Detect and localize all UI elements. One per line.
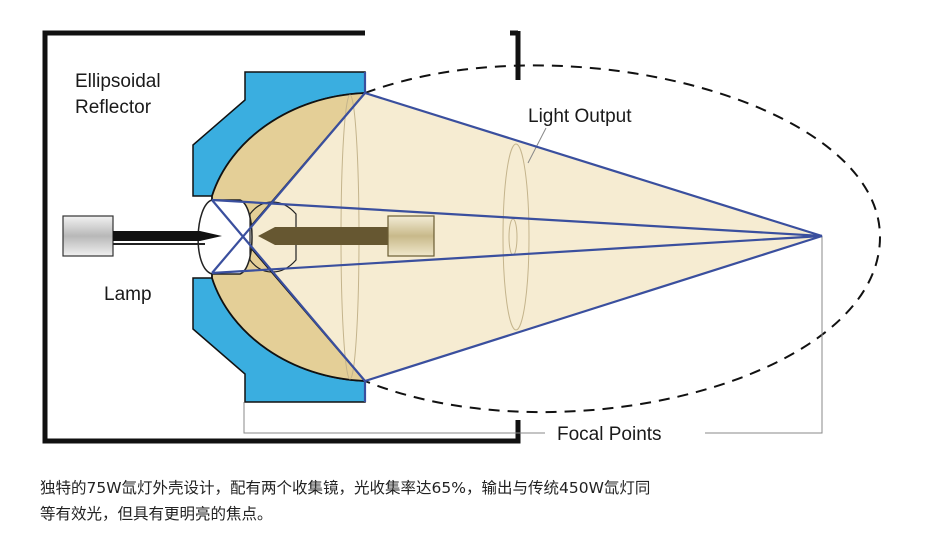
focal-leader-left [243,402,545,434]
light-output-label: Light Output [528,106,632,127]
light-output-envelope [364,64,882,414]
lamp-electrode-right [258,227,388,245]
lamp-electrode-left [113,231,222,241]
lamp-label: Lamp [104,284,152,305]
lamp-housing [42,30,521,444]
focal-points-label: Focal Points [557,424,662,445]
light-rays [211,72,823,402]
reflector-label-line2: Reflector [75,97,152,118]
ellipsoidal-reflector-diagram: Ellipsoidal Reflector Lamp Light Output … [42,30,882,445]
lamp-base-left [62,215,114,257]
light-output-leader [527,127,547,164]
lamp-base-right [387,215,435,257]
reflector-label-line1: Ellipsoidal [75,71,161,92]
bulb-envelope [197,199,253,275]
caption: 独特的75W氙灯外壳设计，配有两个收集镜，光收集率达65%，输出与传统450W氙… [40,475,920,527]
lens-ring-2 [502,143,530,331]
caption-line-1: 独特的75W氙灯外壳设计，配有两个收集镜，光收集率达65%，输出与传统450W氙… [40,479,651,497]
reflector-surface-bottom [211,240,368,382]
reflector-surface-top [211,92,368,234]
caption-line-2: 等有效光，但具有更明亮的焦点。 [40,505,273,523]
focal-leader-right [705,236,823,434]
light-cone [365,93,822,381]
